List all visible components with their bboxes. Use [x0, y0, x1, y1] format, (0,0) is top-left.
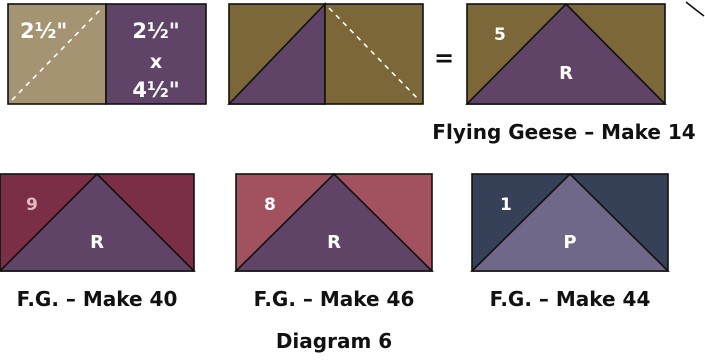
unit-9-number: 9 [26, 195, 38, 215]
unit-5-number: 5 [494, 25, 506, 45]
caption-unit-9: F.G. – Make 40 [17, 287, 178, 311]
unit-9-letter: R [90, 232, 104, 253]
caption-unit-5: Flying Geese – Make 14 [432, 120, 695, 144]
caption-unit-8: F.G. – Make 46 [254, 287, 415, 311]
step-one-pieces: 2½" 2½" x 4½" [7, 3, 207, 105]
unit-1-letter: P [563, 232, 576, 253]
unit-5-letter: R [559, 63, 573, 84]
unit-5-goose-triangle [465, 2, 667, 105]
unit-1-number: 1 [500, 195, 512, 215]
tan-square-diagonal-guide [11, 7, 103, 101]
rectangle-times-label: x [150, 51, 162, 73]
unit-9-goose-triangle [0, 172, 196, 272]
flying-geese-unit-8: 8 R [234, 172, 434, 272]
square-size-label: 2½" [20, 19, 67, 43]
unit-8-letter: R [327, 232, 341, 253]
arrow-fragment [685, 1, 705, 17]
flying-geese-unit-9: 9 R [0, 172, 196, 272]
unit-8-goose-triangle [234, 172, 434, 272]
unit-1-goose-triangle [470, 172, 670, 272]
rectangle-width-label: 2½" [132, 19, 179, 43]
flying-geese-unit-1: 1 P [470, 172, 670, 272]
step-two-block [227, 2, 424, 105]
equals-sign: = [434, 44, 454, 72]
caption-unit-1: F.G. – Make 44 [490, 287, 651, 311]
diagram-title: Diagram 6 [276, 329, 392, 353]
sewn-block-diagonal-guide [328, 7, 420, 101]
flying-geese-unit-5: 5 R [465, 2, 667, 105]
rectangle-length-label: 4½" [132, 78, 179, 102]
unit-8-number: 8 [264, 195, 276, 215]
plum-rectangle [105, 3, 207, 105]
